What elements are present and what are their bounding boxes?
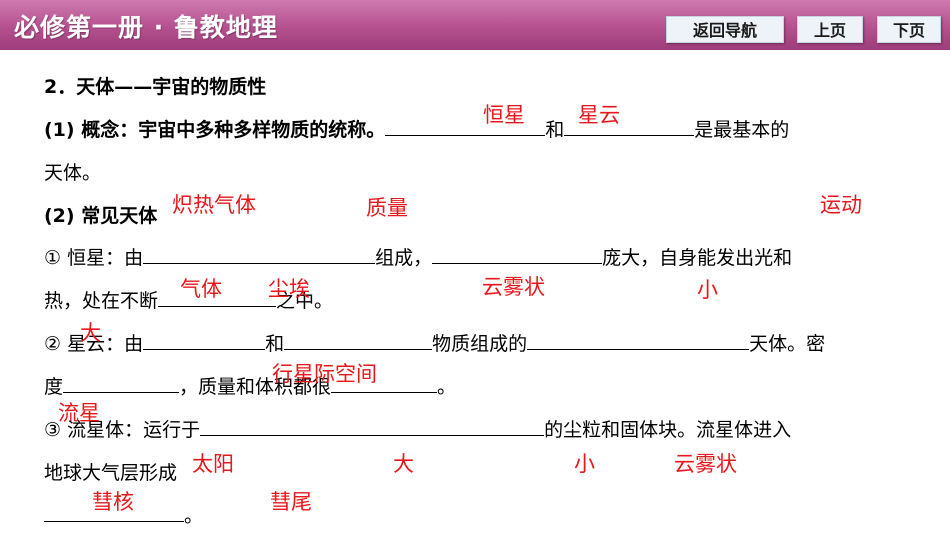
next-page-button[interactable]: 下页 [877,16,941,43]
nebula-line-1: ② 星云：由 和 物质组成的 天体。密 [44,329,825,356]
answer-13: 太阳 [192,452,234,476]
nebula-p2: 和 [265,333,285,355]
star-l2b: 之中。 [276,290,334,312]
star-p2: 组成， [375,247,433,269]
meteoroid-p1: ③ 流星体：运行于 [44,419,201,441]
meteoroid-p2: 的尘粒和固体块。流星体进入 [544,419,792,441]
answer-14: 大 [393,452,414,476]
answer-10: 大 [80,321,101,345]
blank-11 [200,419,545,436]
answer-16: 云雾状 [674,452,737,476]
last-end: 。 [184,505,204,527]
star-p1: ① 恒星：由 [44,247,144,269]
answer-4: 质量 [366,196,408,220]
answer-6: 气体 [180,277,222,301]
nebula-p4: 天体。密 [749,333,826,355]
answer-9: 小 [697,278,718,302]
blank-12 [44,505,184,522]
back-to-nav-button[interactable]: 返回导航 [666,16,784,43]
answer-17: 彗核 [92,490,134,514]
answer-11: 行星际空间 [272,362,377,386]
previous-page-button[interactable]: 上页 [797,16,863,43]
common-bodies-label: (2) 常见天体 [44,205,158,227]
nebula-l2a: 度 [44,376,64,398]
nebula-p1: ② 星云：由 [44,333,144,355]
blank-4 [432,247,603,264]
nebula-l2b: ，质量和体积都很 [179,376,332,398]
star-line-2: 热，处在不断 之中。 [44,286,333,313]
star-line-1: ① 恒星：由 组成， 庞大，自身能发出光和 [44,243,792,270]
answer-12: 流星 [58,401,100,425]
answer-18: 彗尾 [270,490,312,514]
blank-9 [63,376,180,393]
answer-7: 尘埃 [268,277,310,301]
answer-15: 小 [574,452,595,476]
answer-1: 恒星 [483,103,525,127]
page-title: 必修第一册 · 鲁教地理 [14,13,278,42]
section-heading: 2．天体——宇宙的物质性 [44,76,267,98]
concept-and: 和 [545,119,565,141]
blank-7 [284,333,433,350]
concept-prefix: (1) 概念：宇宙中多种多样物质的统称。 [44,119,386,141]
answer-8: 云雾状 [482,275,545,299]
star-l2a: 热，处在不断 [44,290,159,312]
meteoroid-line-1: ③ 流星体：运行于 的尘粒和固体块。流星体进入 [44,415,791,442]
blank-1 [385,119,546,136]
blank-3 [143,247,376,264]
header-bar: 必修第一册 · 鲁教地理 返回导航 上页 下页 [0,0,950,50]
star-p3: 庞大，自身能发出光和 [602,247,793,269]
blank-8 [527,333,750,350]
blank-6 [143,333,266,350]
concept-line: (1) 概念：宇宙中多种多样物质的统称。 和 是最基本的 [44,115,789,142]
blank-5 [158,290,277,307]
answer-2: 星云 [578,103,620,127]
answer-3: 炽热气体 [172,193,256,217]
nebula-l2c: 。 [437,376,457,398]
blank-10 [331,376,438,393]
nebula-line-2: 度 ，质量和体积都很 。 [44,372,456,399]
meteoroid-line-2: 地球大气层形成 [44,462,178,484]
nebula-p3: 物质组成的 [432,333,528,355]
last-line: 。 [44,501,203,528]
concept-cont: 天体。 [44,162,102,184]
answer-5: 运动 [820,193,862,217]
concept-suffix: 是最基本的 [694,119,790,141]
blank-2 [564,119,695,136]
